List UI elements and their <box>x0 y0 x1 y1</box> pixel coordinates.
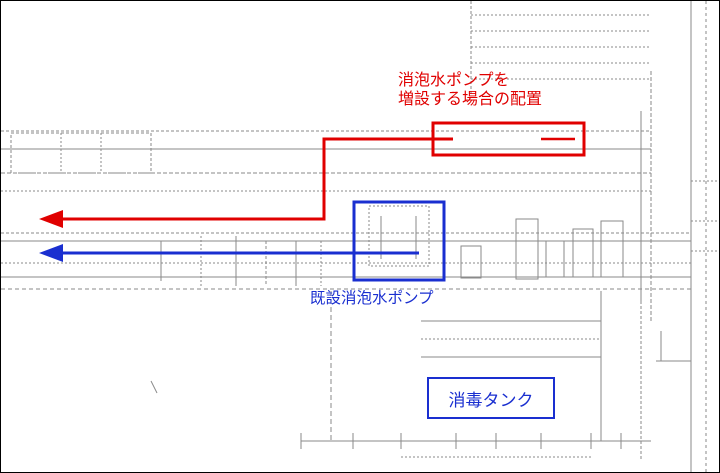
existing-pump-box <box>352 200 446 282</box>
existing-pump-label: 既設消泡水ポンプ <box>310 289 434 307</box>
added-pump-label-line2: 増設する場合の配置 <box>398 89 543 108</box>
existing-pump-route <box>39 200 446 282</box>
added-route-pipe <box>59 137 453 221</box>
tank-label-box: 消毒タンク <box>427 377 555 419</box>
added-pump-route <box>39 121 586 228</box>
tank-label: 消毒タンク <box>448 390 534 411</box>
added-route-arrowhead <box>39 210 63 228</box>
existing-route-arrowhead <box>39 244 63 262</box>
added-pump-label-line1: 消泡水ポンプを <box>398 70 510 89</box>
